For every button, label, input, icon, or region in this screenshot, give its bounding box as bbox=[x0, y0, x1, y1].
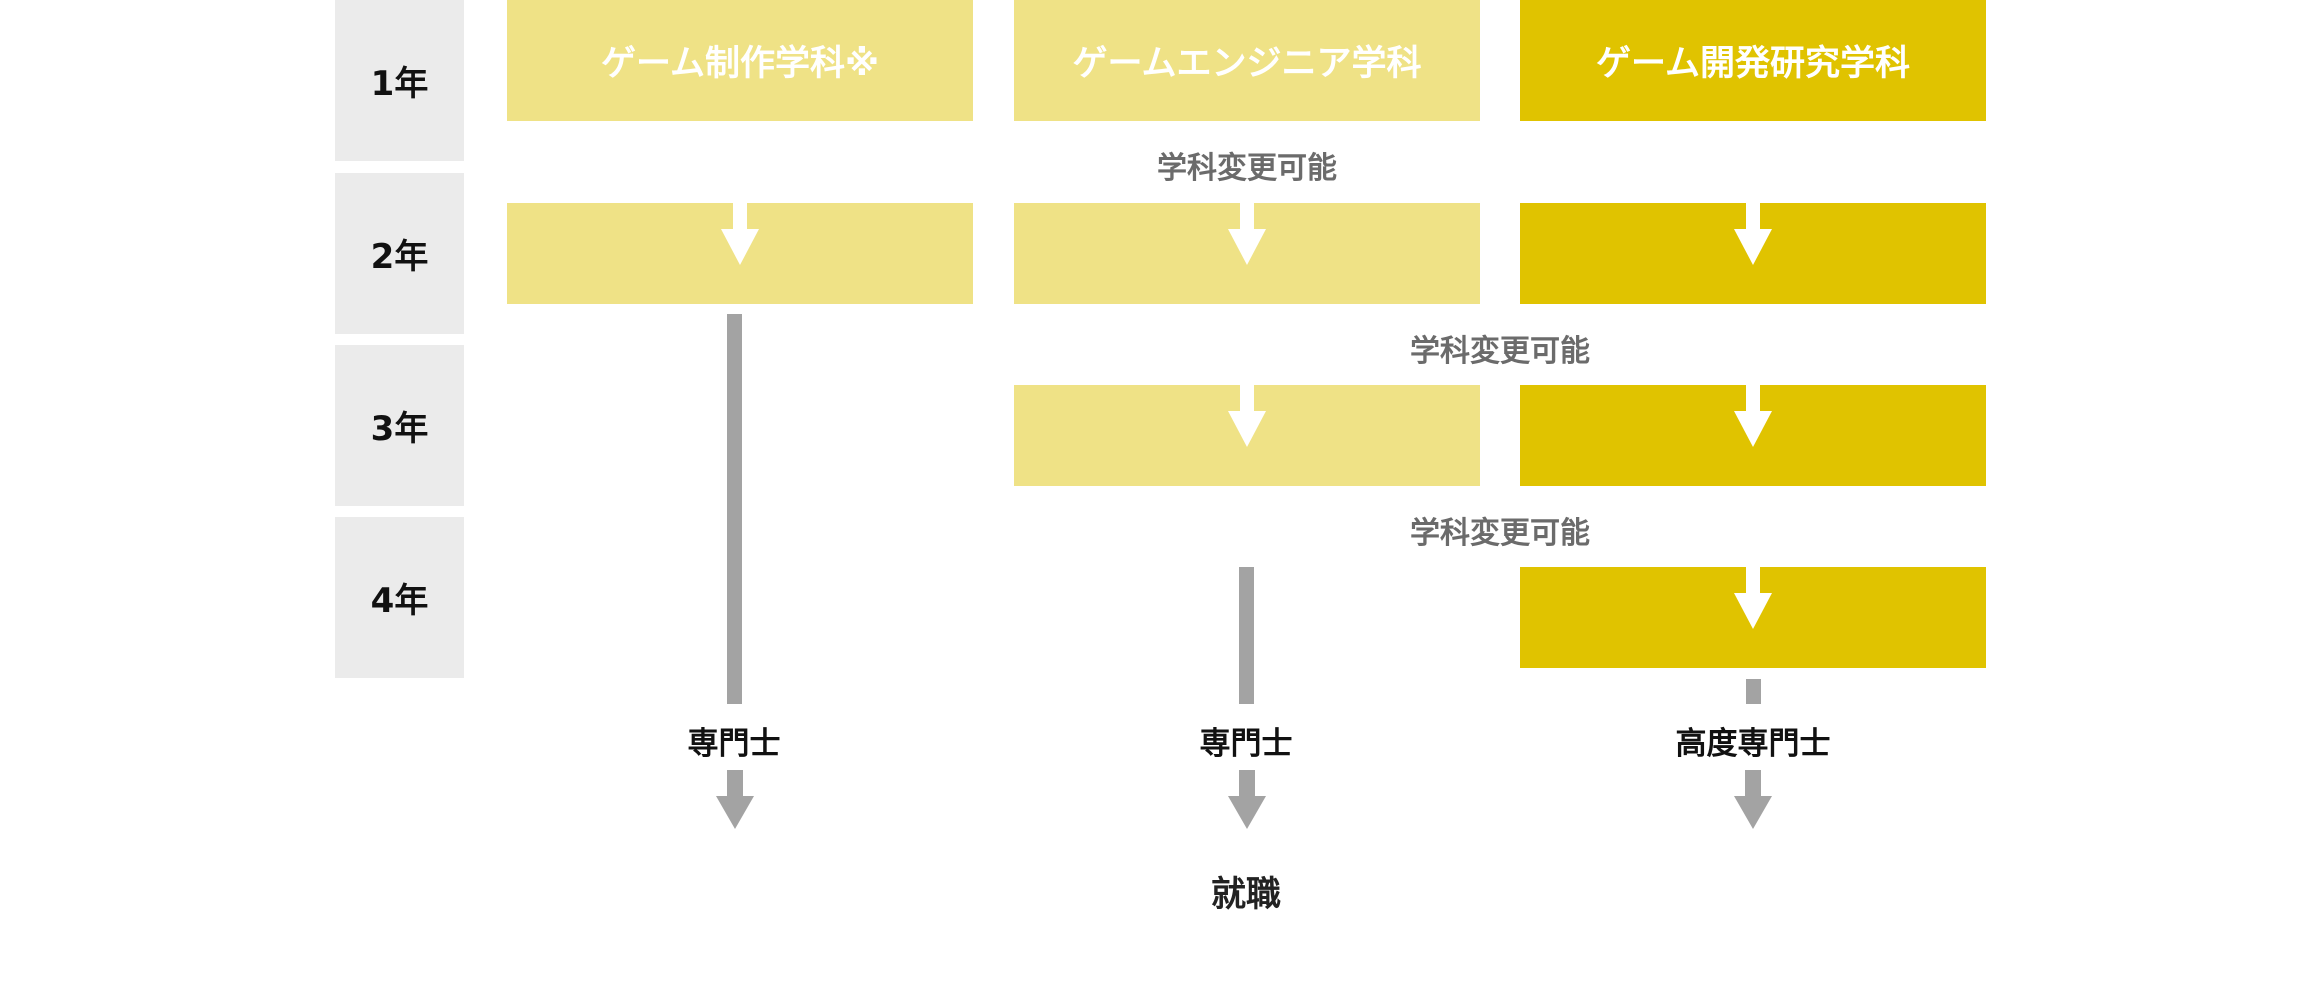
engineer-flow-line bbox=[1239, 567, 1254, 704]
engineer-year2-box bbox=[1014, 203, 1480, 304]
down-arrow-icon bbox=[727, 770, 743, 796]
year-label-4: 4年 bbox=[335, 517, 464, 678]
research-year4-box bbox=[1520, 567, 1986, 668]
dept-header-engineer: ゲームエンジニア学科 bbox=[1014, 0, 1480, 121]
down-arrow-icon bbox=[1734, 593, 1772, 629]
down-arrow-icon bbox=[1746, 567, 1760, 593]
down-arrow-icon bbox=[1240, 203, 1254, 229]
down-arrow-icon bbox=[1228, 229, 1266, 265]
qualification-engineer: 専門士 bbox=[1199, 726, 1293, 762]
production-year2-box bbox=[507, 203, 973, 304]
research-flow-line bbox=[1746, 679, 1761, 704]
down-arrow-icon bbox=[1734, 229, 1772, 265]
down-arrow-icon bbox=[1228, 411, 1266, 447]
transfer-note-2: 学科変更可能 bbox=[1410, 334, 1590, 369]
down-arrow-icon bbox=[1240, 385, 1254, 411]
transfer-note-1: 学科変更可能 bbox=[1157, 151, 1337, 186]
down-arrow-icon bbox=[1239, 770, 1255, 796]
down-arrow-icon bbox=[1746, 385, 1760, 411]
year-label-1: 1年 bbox=[335, 0, 464, 161]
down-arrow-icon bbox=[1228, 796, 1266, 829]
down-arrow-icon bbox=[1734, 411, 1772, 447]
dept-header-production: ゲーム制作学科※ bbox=[507, 0, 973, 121]
qualification-production: 専門士 bbox=[687, 726, 781, 762]
transfer-note-3: 学科変更可能 bbox=[1410, 516, 1590, 551]
down-arrow-icon bbox=[733, 203, 747, 229]
year-label-3: 3年 bbox=[335, 345, 464, 506]
research-year2-box bbox=[1520, 203, 1986, 304]
down-arrow-icon bbox=[1745, 770, 1761, 796]
down-arrow-icon bbox=[1746, 203, 1760, 229]
production-flow-line bbox=[727, 314, 742, 704]
down-arrow-icon bbox=[716, 796, 754, 829]
engineer-year3-box bbox=[1014, 385, 1480, 486]
down-arrow-icon bbox=[721, 229, 759, 265]
research-year3-box bbox=[1520, 385, 1986, 486]
outcome-employment: 就職 bbox=[1210, 875, 1281, 915]
dept-header-research: ゲーム開発研究学科 bbox=[1520, 0, 1986, 121]
qualification-research: 高度専門士 bbox=[1675, 726, 1831, 762]
down-arrow-icon bbox=[1734, 796, 1772, 829]
year-label-2: 2年 bbox=[335, 173, 464, 334]
